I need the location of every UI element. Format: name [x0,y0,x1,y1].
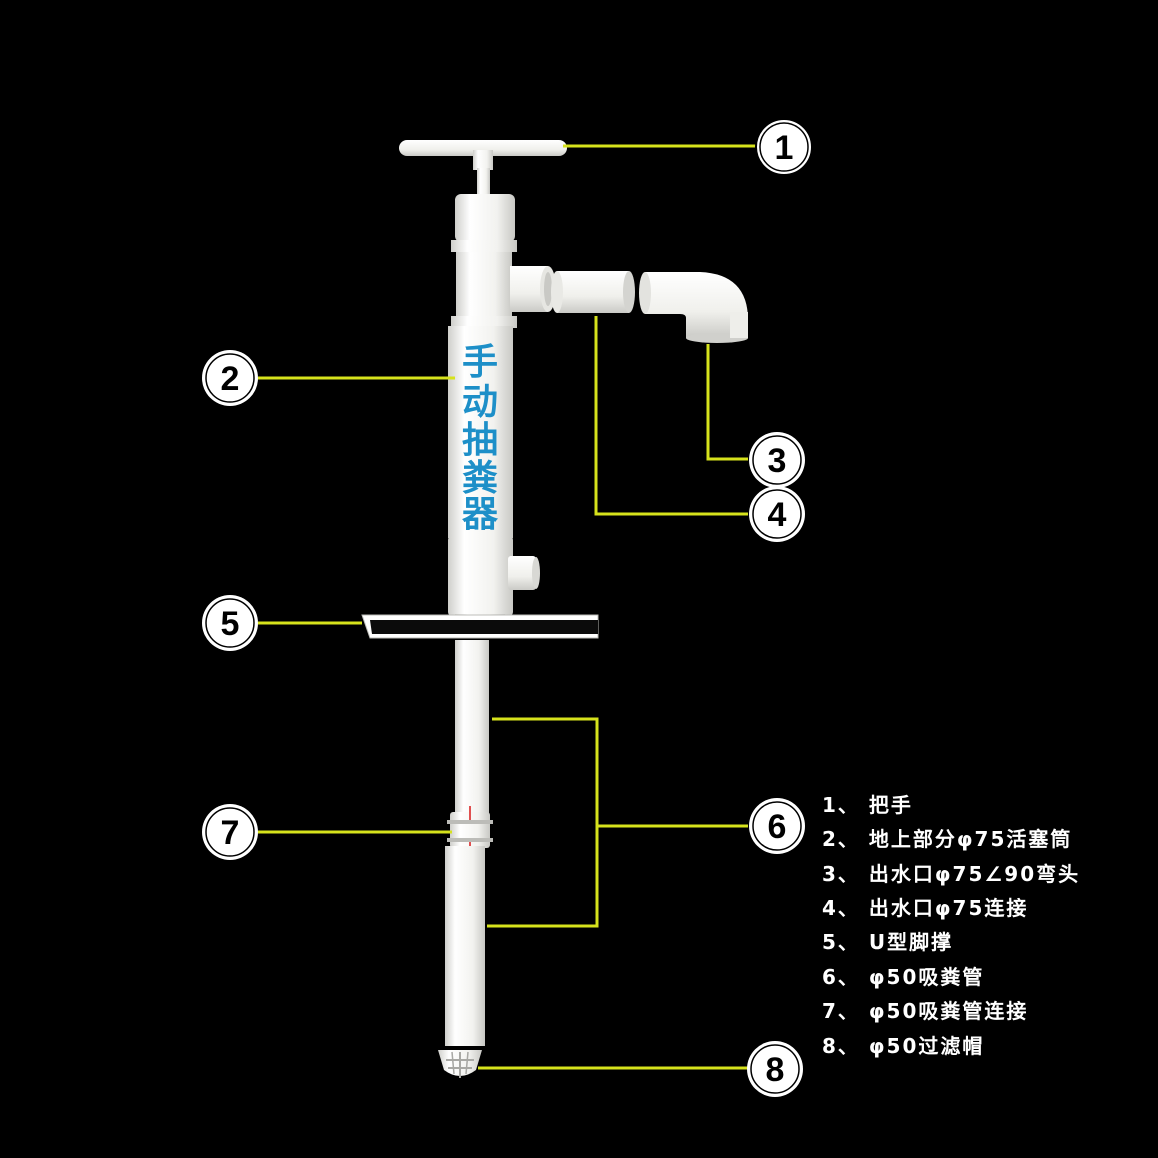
legend: 1、 把手 2、 地上部分φ75活塞筒 3、 出水口φ75∠90弯头 4、 出水… [822,793,1080,1058]
legend-item: 7、 φ50吸粪管连接 [822,999,1028,1023]
callout-number: 3 [768,442,787,480]
top-outlet-stub [510,266,556,312]
product-label: 手 动 抽 粪 器 [462,342,499,535]
product-label-char: 动 [462,382,498,423]
leader-line-6 [487,717,599,928]
callout-number: 4 [768,496,787,534]
callout-number: 6 [768,808,787,846]
callout-number: 7 [221,814,240,852]
callout-1: 1 [755,118,813,176]
filter-cap [438,1050,482,1078]
piston-cylinder [448,194,540,634]
handle [399,140,567,194]
product-label-char: 抽 [462,420,498,461]
u-foot-support [361,614,599,639]
legend-item: 4、 出水口φ75连接 [822,896,1028,920]
callout-2: 2 [202,350,258,406]
callout-number: 2 [221,360,240,398]
outlet-elbow [639,272,748,343]
suction-pipe [445,640,493,1046]
outlet-connector [551,271,635,313]
callouts: 1 2 3 4 5 6 7 [202,118,813,1097]
callout-3: 3 [749,432,805,488]
callout-number: 1 [775,129,794,167]
legend-item: 1、 把手 [822,793,913,817]
product-label-char: 器 [462,494,499,535]
callout-number: 5 [221,605,240,643]
pump-illustration [361,140,748,1078]
leader-line-3 [706,344,748,461]
legend-item: 3、 出水口φ75∠90弯头 [822,862,1080,886]
legend-item: 6、 φ50吸粪管 [822,965,984,989]
legend-item: 5、 U型脚撑 [822,930,953,954]
callout-6: 6 [749,798,805,854]
leader-line-4 [594,316,748,516]
callout-number: 8 [766,1051,785,1089]
legend-item: 8、 φ50过滤帽 [822,1034,984,1058]
callout-7: 7 [202,804,258,860]
callout-4: 4 [749,486,805,542]
legend-item: 2、 地上部分φ75活塞筒 [822,827,1072,851]
product-label-char: 粪 [462,458,498,499]
product-label-char: 手 [462,342,498,383]
callout-5: 5 [202,595,258,651]
callout-8: 8 [747,1041,803,1097]
leader-lines [258,144,756,1070]
